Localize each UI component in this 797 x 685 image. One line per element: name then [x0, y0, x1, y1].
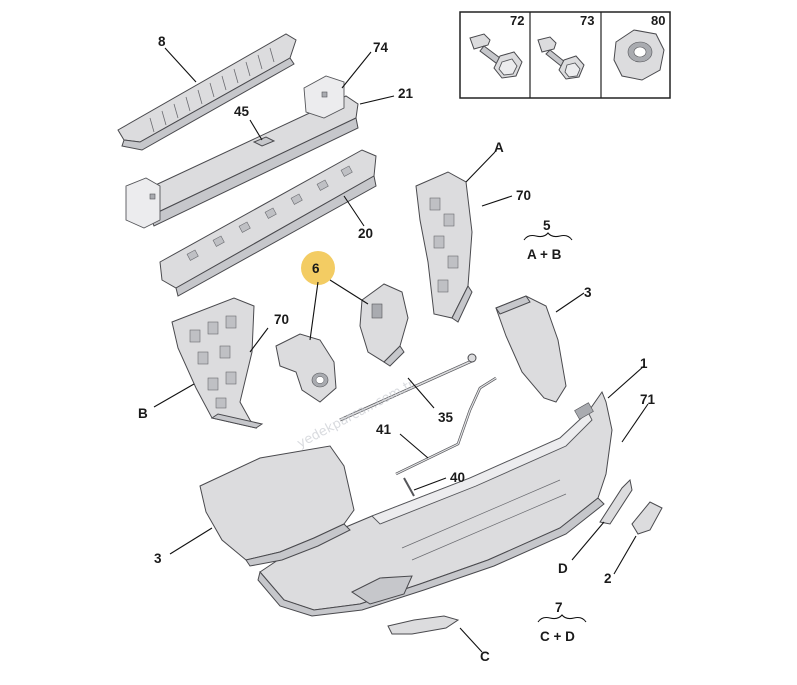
callout-74: 74	[373, 40, 389, 55]
leader-lines	[153, 47, 649, 653]
callout-35: 35	[438, 410, 454, 425]
part-3-corner-right	[495, 295, 567, 403]
callout-70-top: 70	[516, 188, 531, 203]
callout-1: 1	[640, 356, 648, 371]
part-40-41-harness	[395, 376, 497, 497]
kit-7: 7 C + D	[537, 600, 587, 644]
callout-40: 40	[450, 470, 465, 485]
part-35-rod	[339, 353, 477, 422]
callout-45: 45	[234, 104, 250, 119]
part-3-side-panel-left	[199, 445, 355, 567]
callout-41: 41	[376, 422, 392, 437]
part-2-cover	[631, 501, 663, 535]
kit-5: 5 A + B	[523, 218, 573, 262]
kit-5-formula: A + B	[527, 247, 562, 262]
part-21-beam	[125, 75, 359, 229]
callout-C: C	[480, 649, 490, 664]
callout-3-right: 3	[584, 285, 592, 300]
callout-20: 20	[358, 226, 373, 241]
callout-3-left: 3	[154, 551, 162, 566]
highlight-circle	[301, 251, 335, 285]
kit-7-formula: C + D	[540, 629, 575, 644]
callout-71: 71	[640, 392, 656, 407]
fastener-table: 72 73 80	[459, 11, 671, 99]
part-6-bracket-left	[275, 333, 337, 403]
bolt-72-icon	[469, 33, 523, 79]
callout-B: B	[138, 406, 148, 421]
bolt-73-icon	[537, 36, 585, 80]
part-20-absorber	[159, 149, 377, 297]
fastener-72-label: 72	[510, 13, 524, 28]
callout-2: 2	[604, 571, 612, 586]
part-6-bracket-right	[359, 283, 409, 367]
callout-6: 6	[312, 261, 320, 276]
kit-7-number: 7	[555, 600, 563, 615]
kit-5-number: 5	[543, 218, 551, 233]
fastener-80-label: 80	[651, 13, 665, 28]
callout-70-left: 70	[274, 312, 289, 327]
part-45-clip	[252, 136, 276, 147]
part-1-bumper	[257, 390, 613, 617]
callout-A: A	[494, 140, 504, 155]
callout-8: 8	[158, 34, 166, 49]
part-B-bracket	[171, 297, 264, 429]
part-8-absorber	[117, 33, 297, 151]
fastener-73-label: 73	[580, 13, 594, 28]
nut-80-icon	[613, 29, 665, 81]
part-C-trim	[387, 615, 460, 635]
part-D-trim	[599, 478, 633, 525]
callout-21: 21	[398, 86, 414, 101]
part-A-bracket	[415, 171, 473, 323]
callout-D: D	[558, 561, 568, 576]
